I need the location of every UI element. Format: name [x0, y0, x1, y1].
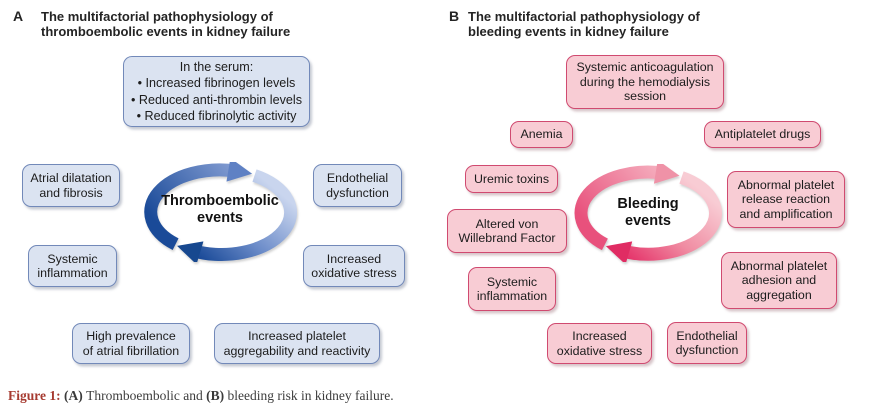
factor-box-increased-oxidative-stress-b: Increased oxidative stress: [547, 323, 652, 364]
factor-box-anemia: Anemia: [510, 121, 573, 148]
factor-box-uremic-toxins: Uremic toxins: [465, 165, 558, 193]
cycle-arrows-icon-a: [144, 162, 298, 262]
figure-caption-marker-a: (A): [64, 388, 83, 403]
panel-a-title: The multifactorial pathophysiology of th…: [41, 9, 291, 39]
factor-box-von-willebrand-factor: Altered von Willebrand Factor: [447, 209, 567, 253]
panel-b-title: The multifactorial pathophysiology of bl…: [468, 9, 700, 39]
factor-box-increased-oxidative-stress-a: Increased oxidative stress: [303, 245, 405, 287]
factor-box-systemic-anticoagulation: Systemic anticoagulation during the hemo…: [566, 55, 724, 109]
figure-caption-marker-b: (B): [206, 388, 225, 403]
cycle-arrows-icon-b: [574, 164, 722, 262]
factor-box-platelet-aggregability: Increased platelet aggregability and rea…: [214, 323, 380, 364]
figure-caption-text-a: Thromboembolic and: [86, 388, 203, 403]
factor-box-antiplatelet-drugs: Antiplatelet drugs: [704, 121, 821, 148]
factor-box-atrial-fibrillation-prevalence: High prevalence of atrial fibrillation: [72, 323, 190, 364]
factor-box-serum-changes: In the serum: • Increased fibrinogen lev…: [123, 56, 310, 127]
panel-a-letter: A: [13, 8, 24, 24]
factor-box-systemic-inflammation-b: Systemic inflammation: [468, 267, 556, 311]
factor-box-endothelial-dysfunction-b: Endothelial dysfunction: [667, 322, 747, 364]
figure-caption-label: Figure 1:: [8, 388, 61, 403]
factor-box-atrial-dilatation-fibrosis: Atrial dilatation and fibrosis: [22, 164, 120, 207]
factor-box-platelet-adhesion-aggregation: Abnormal platelet adhesion and aggregati…: [721, 252, 837, 309]
factor-box-systemic-inflammation-a: Systemic inflammation: [28, 245, 117, 287]
factor-box-endothelial-dysfunction-a: Endothelial dysfunction: [313, 164, 402, 207]
figure-caption-text-b: bleeding risk in kidney failure.: [227, 388, 394, 403]
cycle-center-label-b: Bleeding events: [617, 196, 679, 229]
figure-caption: Figure 1: (A) Thromboembolic and (B) ble…: [8, 388, 394, 404]
factor-box-platelet-release-reaction: Abnormal platelet release reaction and a…: [727, 171, 845, 228]
cycle-center-label-a: Thromboembolic events: [161, 193, 279, 226]
panel-b-letter: B: [449, 8, 460, 24]
